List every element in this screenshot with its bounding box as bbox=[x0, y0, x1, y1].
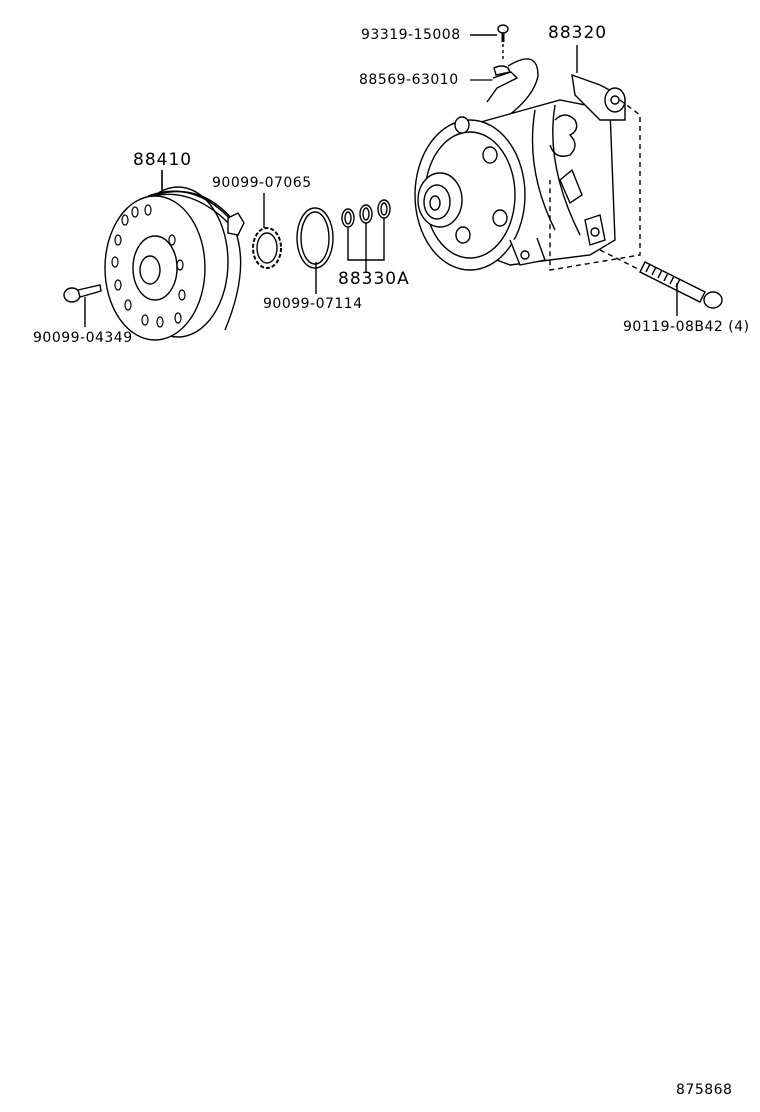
pulley-drawing bbox=[104, 186, 245, 341]
figure-number: 875868 bbox=[676, 1082, 733, 1098]
part-label-93319-15008: 93319-15008 bbox=[361, 27, 461, 43]
part-label-88569-63010: 88569-63010 bbox=[359, 72, 459, 88]
part-label-90119-08B42: 90119-08B42 (4) bbox=[623, 319, 750, 335]
screw-drawing bbox=[497, 24, 509, 60]
part-label-88330A: 88330A bbox=[338, 269, 410, 289]
short-bolt-drawing bbox=[63, 284, 102, 303]
part-label-88410: 88410 bbox=[133, 150, 193, 170]
compressor-drawing bbox=[414, 73, 626, 271]
part-label-90099-04349: 90099-04349 bbox=[33, 330, 133, 346]
part-label-90099-07065: 90099-07065 bbox=[212, 175, 312, 191]
long-bolt-drawing bbox=[639, 261, 723, 309]
part-label-88320: 88320 bbox=[548, 23, 608, 43]
part-label-90099-07114: 90099-07114 bbox=[263, 296, 363, 312]
